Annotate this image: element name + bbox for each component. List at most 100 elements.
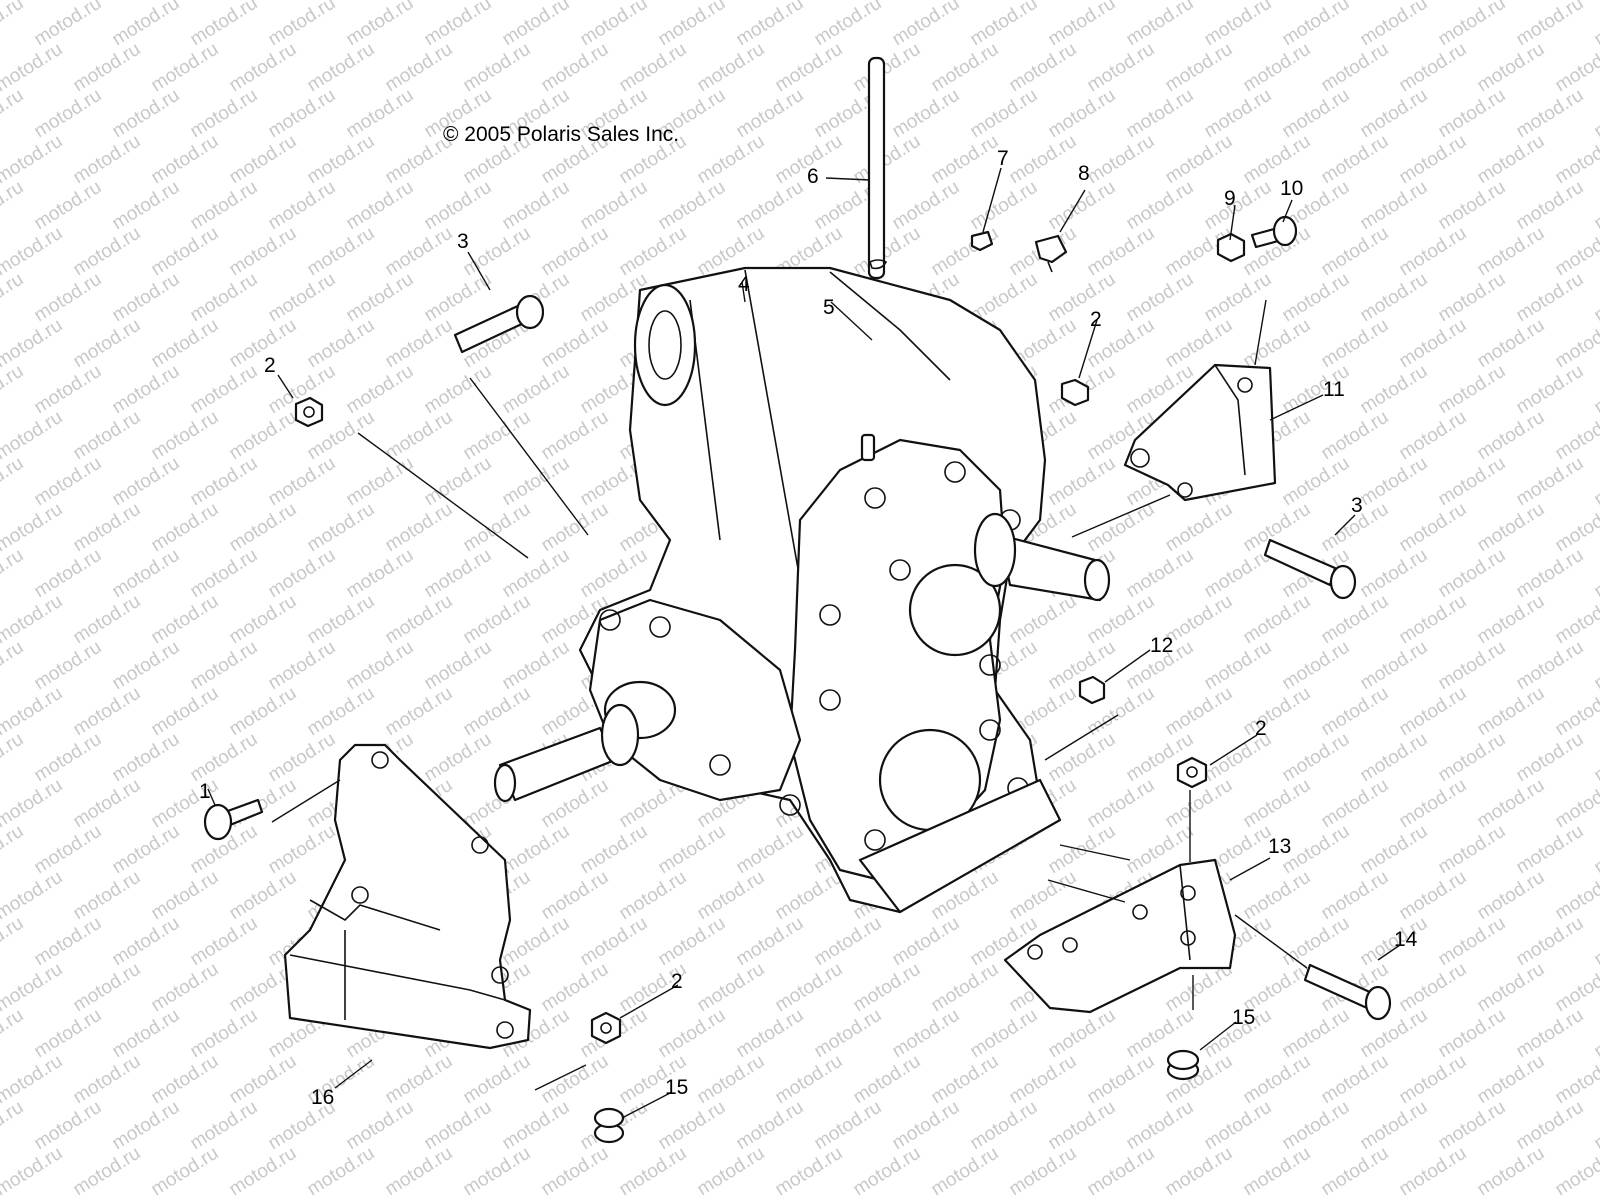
watermark-text: motod.ru: [538, 499, 613, 557]
callout-3-left: 3: [457, 230, 469, 253]
leader-lines: [207, 167, 1401, 1119]
watermark-text: motod.ru: [382, 1143, 457, 1200]
callout-4: 4: [738, 273, 750, 296]
watermark-text: motod.ru: [70, 867, 145, 925]
watermark-text: motod.ru: [1318, 407, 1393, 465]
part-nut-12: [1078, 675, 1106, 705]
watermark-text: motod.ru: [499, 0, 574, 50]
watermark-text: motod.ru: [928, 959, 1003, 1017]
callout-3-right: 3: [1351, 494, 1363, 517]
watermark-text: motod.ru: [1474, 39, 1549, 97]
watermark-text: motod.ru: [148, 683, 223, 741]
watermark-text: motod.ru: [655, 177, 730, 235]
watermark-text: motod.ru: [187, 729, 262, 787]
watermark-text: motod.ru: [733, 913, 808, 971]
watermark-text: motod.ru: [421, 177, 496, 235]
watermark-text: motod.ru: [304, 499, 379, 557]
watermark-text: motod.ru: [538, 39, 613, 97]
watermark-text: motod.ru: [304, 131, 379, 189]
watermark-text: motod.ru: [382, 315, 457, 373]
callout-1: 1: [199, 780, 211, 803]
watermark-text: motod.ru: [304, 591, 379, 649]
watermark-text: motod.ru: [109, 177, 184, 235]
watermark-text: motod.ru: [1357, 637, 1432, 695]
watermark-text: motod.ru: [1435, 0, 1510, 50]
watermark-text: motod.ru: [70, 39, 145, 97]
watermark-text: motod.ru: [0, 177, 27, 235]
watermark-text: motod.ru: [1513, 0, 1588, 50]
part-nut-9: [1216, 232, 1246, 263]
watermark-text: motod.ru: [187, 545, 262, 603]
watermark-text: motod.ru: [733, 821, 808, 879]
watermark-text: motod.ru: [850, 1051, 925, 1109]
watermark-text: motod.ru: [1318, 223, 1393, 281]
watermark-text: motod.ru: [1318, 1051, 1393, 1109]
watermark-text: motod.ru: [265, 729, 340, 787]
watermark-text: motod.ru: [187, 269, 262, 327]
watermark-text: motod.ru: [187, 85, 262, 143]
watermark-text: motod.ru: [187, 177, 262, 235]
watermark-text: motod.ru: [0, 361, 27, 419]
watermark-text: motod.ru: [733, 1097, 808, 1155]
watermark-text: motod.ru: [889, 913, 964, 971]
watermark-text: motod.ru: [694, 1143, 769, 1200]
watermark-text: motod.ru: [1045, 0, 1120, 50]
watermark-text: motod.ru: [733, 85, 808, 143]
watermark-text: motod.ru: [187, 361, 262, 419]
watermark-text: motod.ru: [1045, 453, 1120, 511]
watermark-text: motod.ru: [1162, 315, 1237, 373]
callout-2-upper-left: 2: [264, 354, 276, 377]
watermark-text: motod.ru: [1279, 729, 1354, 787]
watermark-text: motod.ru: [1435, 453, 1510, 511]
watermark-text: motod.ru: [1318, 683, 1393, 741]
watermark-text: motod.ru: [1357, 177, 1432, 235]
watermark-text: motod.ru: [1357, 269, 1432, 327]
watermark-text: motod.ru: [109, 637, 184, 695]
watermark-text: motod.ru: [928, 223, 1003, 281]
watermark-text: motod.ru: [1591, 1005, 1600, 1063]
watermark-text: motod.ru: [811, 1005, 886, 1063]
watermark-text: motod.ru: [1591, 1097, 1600, 1155]
watermark-text: motod.ru: [1474, 1051, 1549, 1109]
watermark-text: motod.ru: [226, 499, 301, 557]
part-bolt-3-left: [453, 294, 545, 354]
watermark-text: motod.ru: [1006, 591, 1081, 649]
watermark-text: motod.ru: [1474, 683, 1549, 741]
watermark-text: motod.ru: [1279, 1005, 1354, 1063]
watermark-text: motod.ru: [343, 85, 418, 143]
watermark-text: motod.ru: [1396, 131, 1471, 189]
watermark-text: motod.ru: [1318, 867, 1393, 925]
watermark-text: motod.ru: [1396, 959, 1471, 1017]
watermark-text: motod.ru: [1591, 821, 1600, 879]
watermark-text: motod.ru: [1435, 361, 1510, 419]
watermark-text: motod.ru: [1474, 315, 1549, 373]
part-bolt-1: [203, 798, 264, 841]
watermark-text: motod.ru: [616, 867, 691, 925]
watermark-text: motod.ru: [1162, 683, 1237, 741]
watermark-text: motod.ru: [772, 1051, 847, 1109]
part-nut-2-b: [1060, 378, 1090, 407]
watermark-text: motod.ru: [0, 1005, 27, 1063]
watermark-text: motod.ru: [1396, 1051, 1471, 1109]
watermark-text: motod.ru: [0, 913, 27, 971]
watermark-text: motod.ru: [538, 1051, 613, 1109]
watermark-text: motod.ru: [1474, 407, 1549, 465]
watermark-text: motod.ru: [1084, 223, 1159, 281]
watermark-text: motod.ru: [265, 85, 340, 143]
watermark-text: motod.ru: [1513, 1005, 1588, 1063]
watermark-text: motod.ru: [1201, 85, 1276, 143]
watermark-text: motod.ru: [226, 683, 301, 741]
watermark-text: motod.ru: [343, 361, 418, 419]
callout-13: 13: [1268, 835, 1291, 858]
watermark-text: motod.ru: [148, 591, 223, 649]
watermark-text: motod.ru: [1357, 361, 1432, 419]
part-transmission: [493, 266, 1111, 914]
watermark-text: motod.ru: [1591, 269, 1600, 327]
watermark-text: motod.ru: [1201, 177, 1276, 235]
watermark-text: motod.ru: [1396, 315, 1471, 373]
watermark-text: motod.ru: [1006, 131, 1081, 189]
watermark-text: motod.ru: [1006, 39, 1081, 97]
watermark-text: motod.ru: [0, 453, 27, 511]
part-rod: [867, 56, 886, 280]
watermark-text: motod.ru: [1513, 85, 1588, 143]
